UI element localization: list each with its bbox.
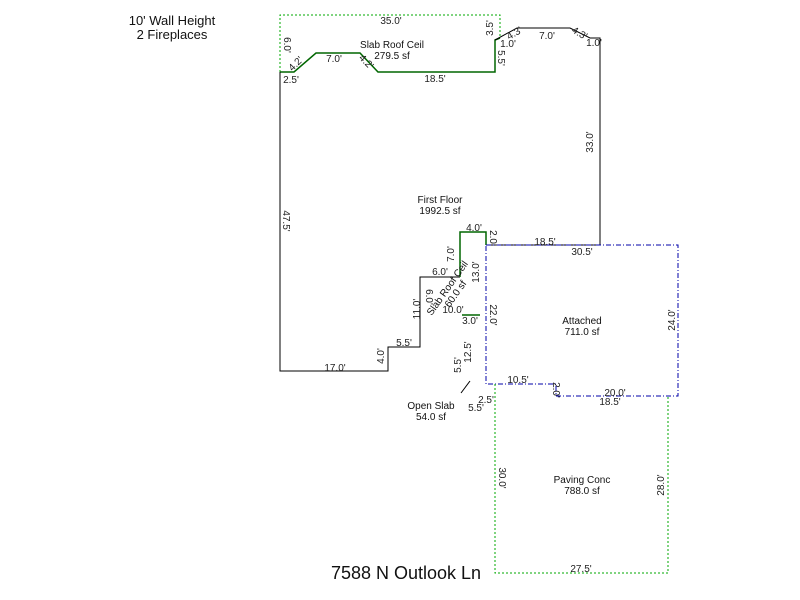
dim-3-5: 3.5' bbox=[485, 20, 496, 36]
dim-3-0: 3.0' bbox=[462, 316, 478, 327]
dim-47-5: 47.5' bbox=[280, 210, 291, 231]
slab-roof-top-name: Slab Roof Ceil bbox=[360, 40, 424, 51]
dim-7a: 7.0' bbox=[326, 54, 342, 65]
wall-height-label: 10' Wall Height bbox=[129, 13, 216, 28]
dim-4-2b: 4.2' bbox=[356, 53, 375, 72]
dim-2-0a: 2.0' bbox=[487, 230, 498, 246]
first-floor-area: 1992.5 sf bbox=[419, 206, 460, 217]
dim-6-0: 6.0' bbox=[432, 267, 448, 278]
dim-4-0b: 4.0' bbox=[376, 348, 387, 364]
fireplaces-label: 2 Fireplaces bbox=[137, 27, 208, 42]
dim-18-5-low: 18.5' bbox=[599, 397, 620, 408]
dim-22: 22.0' bbox=[487, 304, 498, 325]
dim-5-5c: 5.5' bbox=[453, 357, 464, 373]
dim-top-35: 35.0' bbox=[380, 16, 401, 27]
attached-name: Attached bbox=[562, 316, 601, 327]
dim-17: 17.0' bbox=[324, 363, 345, 374]
dim-30-5: 30.5' bbox=[571, 247, 592, 258]
attached-area: 711.0 sf bbox=[565, 327, 600, 338]
dim-7b: 7.0' bbox=[539, 31, 555, 42]
dim-20: 20.0' bbox=[604, 388, 625, 399]
paving-conc-name: Paving Conc bbox=[554, 475, 611, 486]
dim-5-5d: 5.5' bbox=[468, 403, 484, 414]
dim-5-5: 5.5' bbox=[495, 50, 506, 66]
paving-conc-area: 788.0 sf bbox=[564, 486, 600, 497]
dim-18-5-mid: 18.5' bbox=[534, 237, 555, 248]
dim-12-5: 12.5' bbox=[463, 341, 474, 362]
dim-1-0b: 1.0' bbox=[586, 38, 602, 49]
dim-2-0b: 2.0' bbox=[550, 382, 561, 398]
dim-2-5b: 2.5' bbox=[478, 395, 494, 406]
dim-33: 33.0' bbox=[585, 131, 596, 152]
dim-6-0v: 6.0' bbox=[423, 289, 434, 305]
attached-region bbox=[485, 244, 679, 397]
slab-roof-top-area: 279.5 sf bbox=[374, 51, 410, 62]
dim-left-6: 6.0' bbox=[281, 37, 292, 53]
open-slab-area: 54.0 sf bbox=[416, 412, 446, 423]
first-floor-name: First Floor bbox=[418, 195, 464, 206]
dim-1-0a: 1.0' bbox=[500, 39, 516, 50]
dim-27-5: 27.5' bbox=[570, 564, 591, 575]
dim-30: 30.0' bbox=[496, 467, 507, 488]
dim-24: 24.0' bbox=[667, 309, 678, 330]
dim-5-5b: 5.5' bbox=[396, 338, 412, 349]
dim-13: 13.0' bbox=[471, 261, 482, 282]
dim-4-0: 4.0' bbox=[466, 223, 482, 234]
dim-10: 10.0' bbox=[442, 305, 463, 316]
dim-2-5: 2.5' bbox=[283, 75, 299, 86]
open-slab-leader bbox=[460, 380, 471, 394]
dim-4-2a: 4.2' bbox=[287, 55, 306, 74]
slab-roof-ceil-top-region bbox=[279, 14, 501, 73]
address-label: 7588 N Outlook Ln bbox=[331, 563, 481, 583]
dim-10-5: 10.5' bbox=[507, 375, 528, 386]
dim-18-5-top: 18.5' bbox=[424, 74, 445, 85]
dim-28: 28.0' bbox=[656, 474, 667, 495]
slab-roof-ceil-mid-region bbox=[459, 231, 487, 316]
dim-7c: 7.0' bbox=[446, 246, 457, 262]
open-slab-name: Open Slab bbox=[407, 401, 455, 412]
dim-11: 11.0' bbox=[412, 299, 423, 320]
